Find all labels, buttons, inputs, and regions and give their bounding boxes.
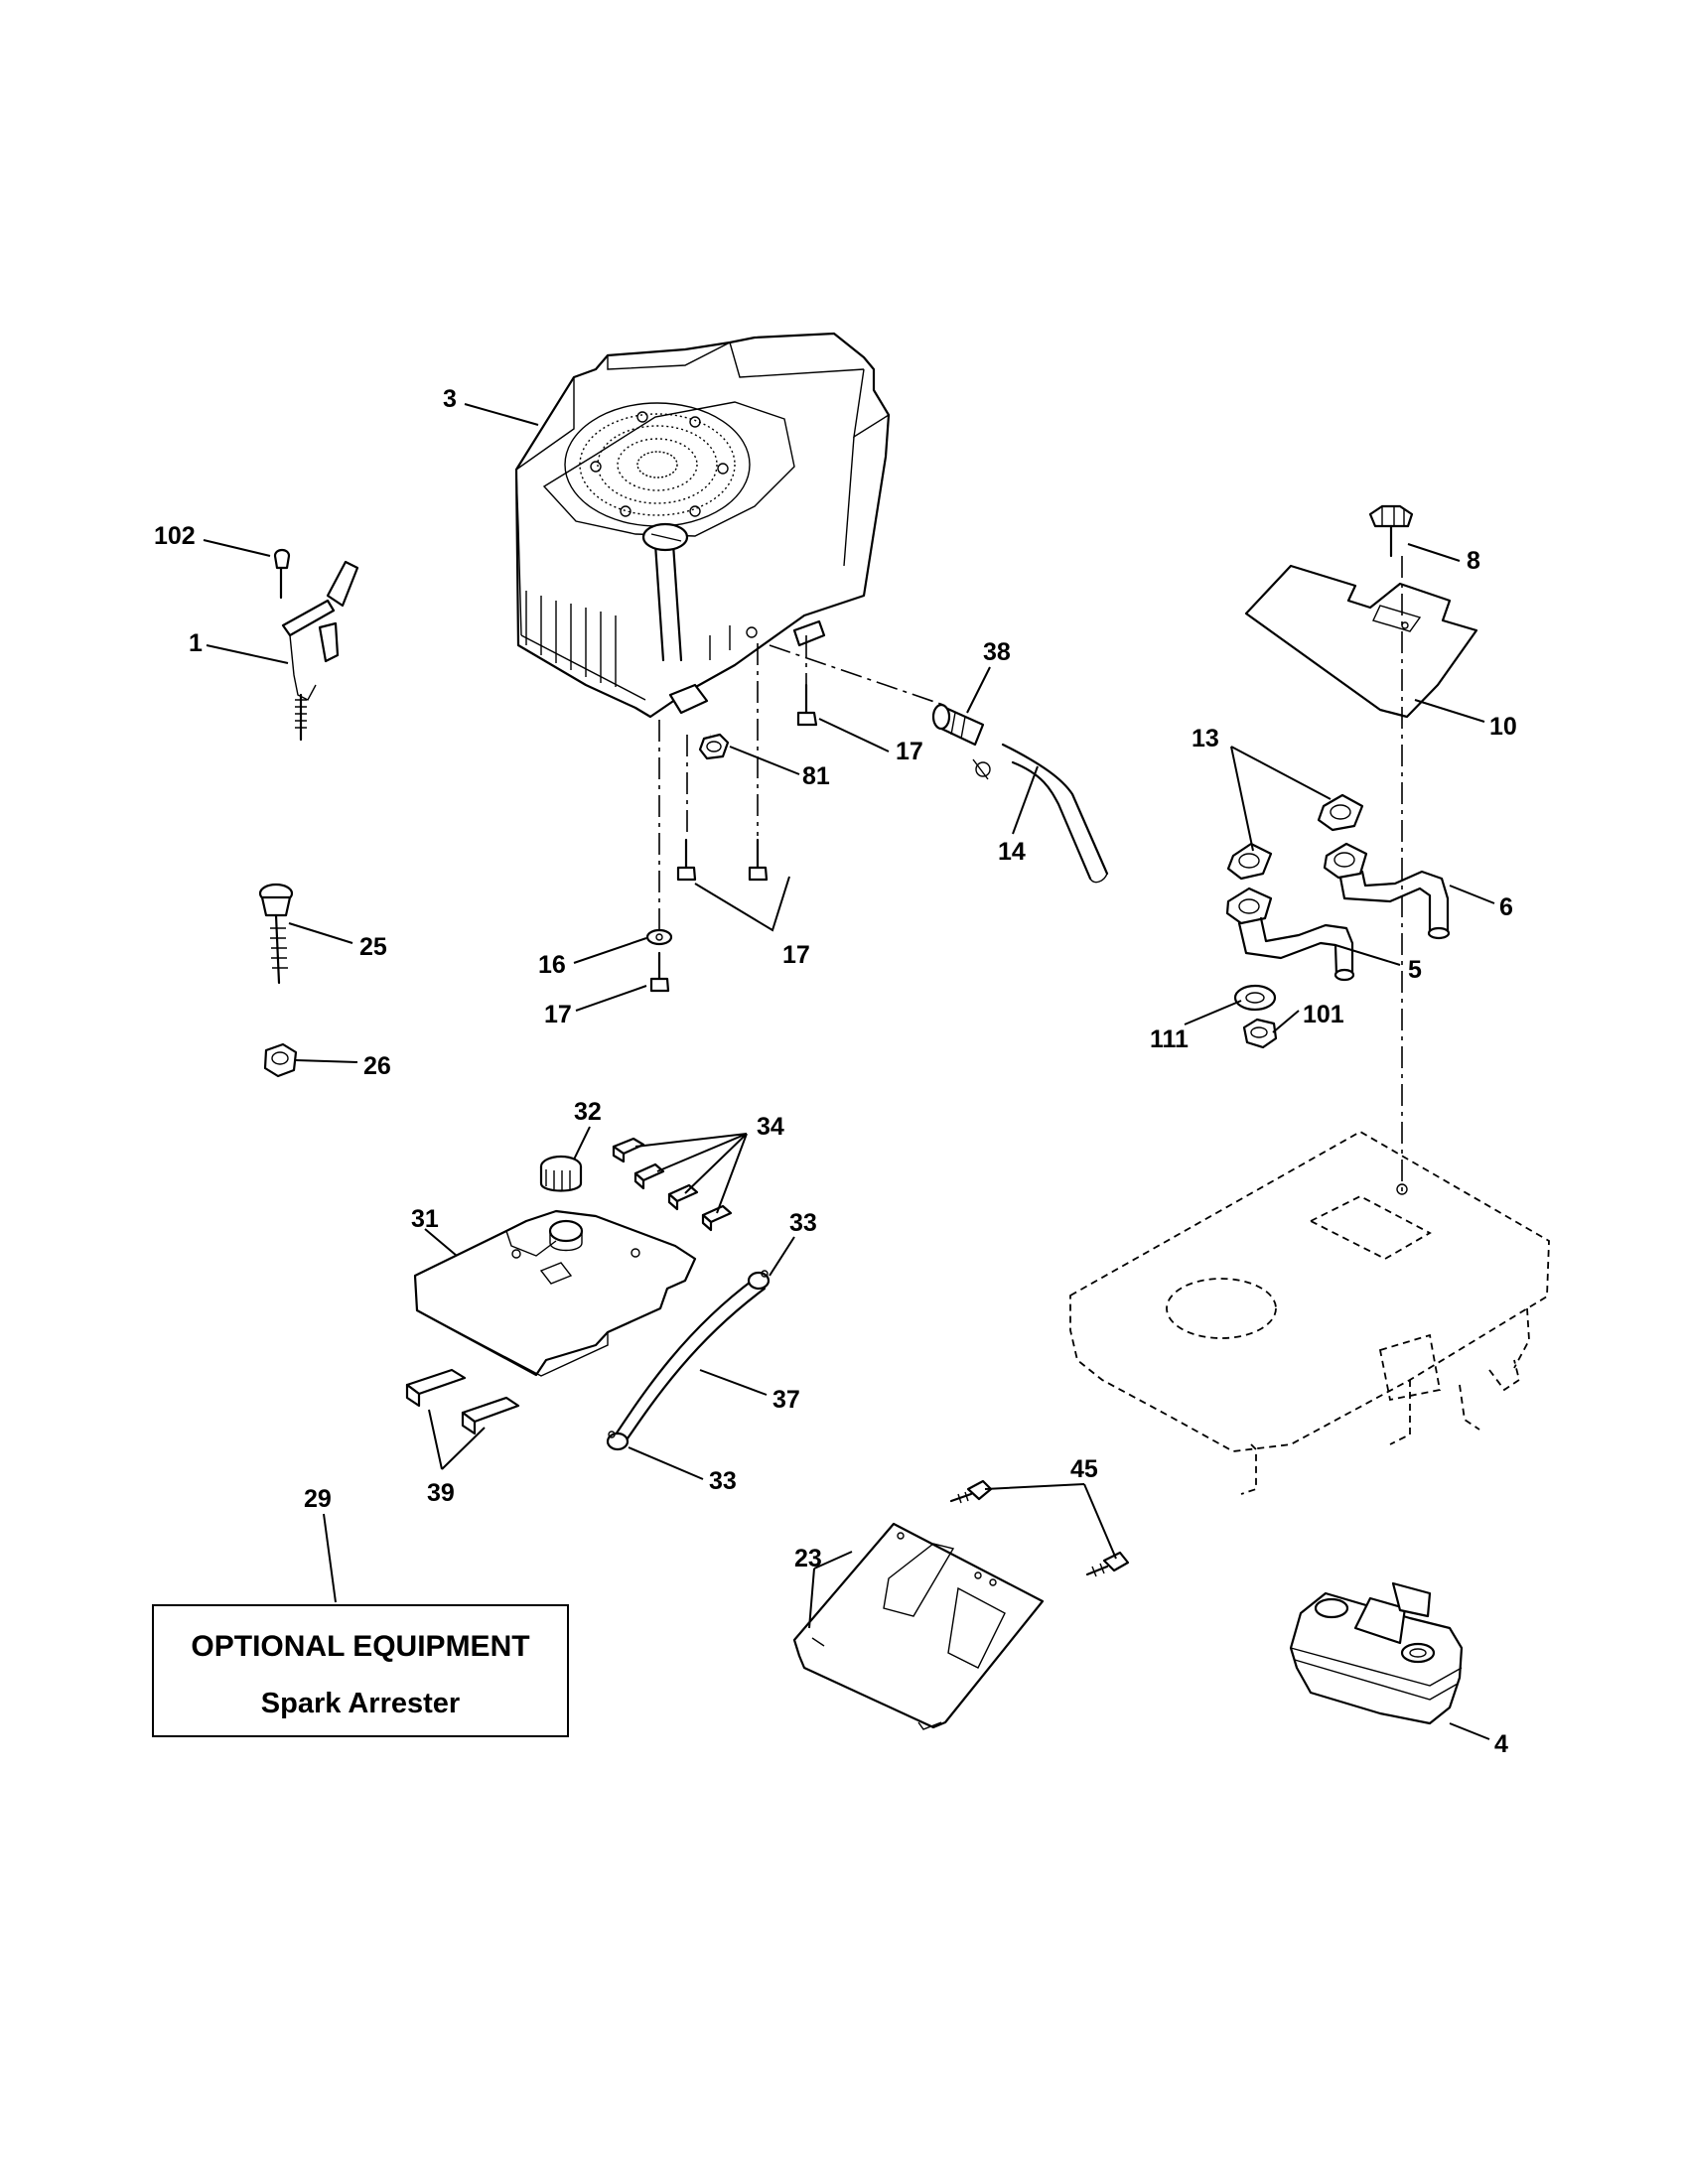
- muffler-part-4: [1289, 1581, 1464, 1725]
- callout-17: 17: [896, 738, 923, 765]
- gasket-part-13: [1317, 793, 1364, 832]
- callout-32: 32: [574, 1098, 602, 1126]
- callout-1: 1: [189, 629, 203, 657]
- leader-17a: [818, 718, 890, 752]
- callout-8: 8: [1467, 547, 1480, 575]
- leader-39: [428, 1409, 486, 1470]
- bolt-part-45: [1085, 1551, 1130, 1577]
- callout-101: 101: [1303, 1001, 1344, 1028]
- bolt-part-17: [649, 951, 670, 993]
- leader-17b: [694, 876, 790, 932]
- nut-part-26: [263, 1042, 298, 1078]
- leader-6: [1449, 885, 1495, 904]
- fuel-hose-part-14: [1001, 743, 1109, 881]
- callout-10: 10: [1489, 713, 1517, 741]
- leader-13: [1230, 746, 1332, 852]
- leader-34: [634, 1133, 748, 1214]
- leader-101: [1272, 1010, 1300, 1033]
- heat-shield-part-10: [1244, 564, 1478, 719]
- knob-part-25: [258, 883, 294, 985]
- callout-26: 26: [363, 1052, 391, 1080]
- callout-17: 17: [544, 1001, 572, 1028]
- callout-13: 13: [1192, 725, 1219, 752]
- leader-3: [464, 403, 539, 426]
- callout-33: 33: [789, 1209, 817, 1237]
- leader-14: [1012, 765, 1039, 835]
- clamp-part-33: [747, 1270, 771, 1291]
- frame-dashed: [1069, 1130, 1550, 1495]
- leader-5: [1334, 944, 1401, 966]
- leader-23: [808, 1551, 853, 1629]
- washer-part-111: [1233, 984, 1277, 1012]
- leader-32: [573, 1126, 591, 1160]
- shield-part-31: [413, 1209, 697, 1377]
- callout-17: 17: [782, 941, 810, 969]
- fuel-filter-part-38: [931, 703, 991, 780]
- callout-81: 81: [802, 762, 830, 790]
- pad-part-39: [405, 1368, 520, 1435]
- hose-part-37: [614, 1277, 767, 1443]
- exhaust-pipe-part-5: [1225, 887, 1355, 982]
- leader-29: [323, 1513, 337, 1603]
- clamp-part-33: [606, 1431, 630, 1451]
- throttle-control-part-1: [273, 548, 359, 742]
- optional-equipment-title: OPTIONAL EQUIPMENT: [191, 1630, 530, 1663]
- callout-111: 111: [1150, 1025, 1189, 1053]
- exhaust-pipe-part-6: [1323, 842, 1451, 940]
- leader-4: [1449, 1722, 1490, 1740]
- fuel-line-axis: [769, 644, 944, 706]
- callout-4: 4: [1494, 1730, 1508, 1758]
- callout-102: 102: [154, 522, 196, 550]
- callout-33: 33: [709, 1467, 737, 1495]
- leader-26: [295, 1059, 358, 1063]
- engine-part-3: [514, 332, 891, 719]
- leader-31: [424, 1228, 458, 1257]
- bolt-part-45: [949, 1479, 993, 1504]
- callout-25: 25: [359, 933, 387, 961]
- leader-10: [1414, 699, 1485, 723]
- knob-part-8: [1368, 504, 1414, 558]
- gasket-part-13: [1226, 842, 1273, 881]
- washer-part-16: [645, 928, 673, 946]
- callout-5: 5: [1408, 956, 1422, 984]
- callout-6: 6: [1499, 893, 1513, 921]
- callout-39: 39: [427, 1479, 455, 1507]
- callout-3: 3: [443, 385, 457, 413]
- leader-45: [984, 1483, 1117, 1560]
- leader-25: [288, 922, 353, 944]
- callout-23: 23: [794, 1545, 822, 1572]
- leader-8: [1407, 543, 1461, 562]
- callout-38: 38: [983, 638, 1011, 666]
- callout-34: 34: [757, 1113, 784, 1141]
- clip-part-34: [612, 1137, 733, 1232]
- cap-part-32: [539, 1155, 583, 1192]
- spark-arrester-label: Spark Arrester: [260, 1688, 461, 1719]
- deflector-part-23: [792, 1522, 1045, 1730]
- callout-37: 37: [772, 1386, 800, 1414]
- nut-part-101: [1242, 1018, 1278, 1049]
- callout-29: 29: [304, 1485, 332, 1513]
- bolt-part-17: [676, 838, 697, 882]
- bolt-part-17: [796, 683, 818, 727]
- callout-14: 14: [998, 838, 1026, 866]
- callout-31: 31: [411, 1205, 439, 1233]
- leader-16: [573, 937, 647, 964]
- leader-33b: [628, 1446, 704, 1480]
- leader-102: [203, 539, 271, 557]
- leader-33a: [769, 1236, 795, 1277]
- callout-45: 45: [1070, 1455, 1098, 1483]
- callout-16: 16: [538, 951, 566, 979]
- leader-17c: [575, 985, 647, 1012]
- leader-38: [966, 666, 991, 714]
- nut-part-81: [698, 733, 730, 760]
- optional-equipment-box: OPTIONAL EQUIPMENT Spark Arrester: [152, 1604, 569, 1737]
- bolt-part-17: [748, 838, 769, 882]
- leader-1: [206, 644, 289, 664]
- leader-81: [729, 746, 800, 775]
- leader-111: [1184, 1000, 1242, 1025]
- leader-37: [699, 1369, 768, 1396]
